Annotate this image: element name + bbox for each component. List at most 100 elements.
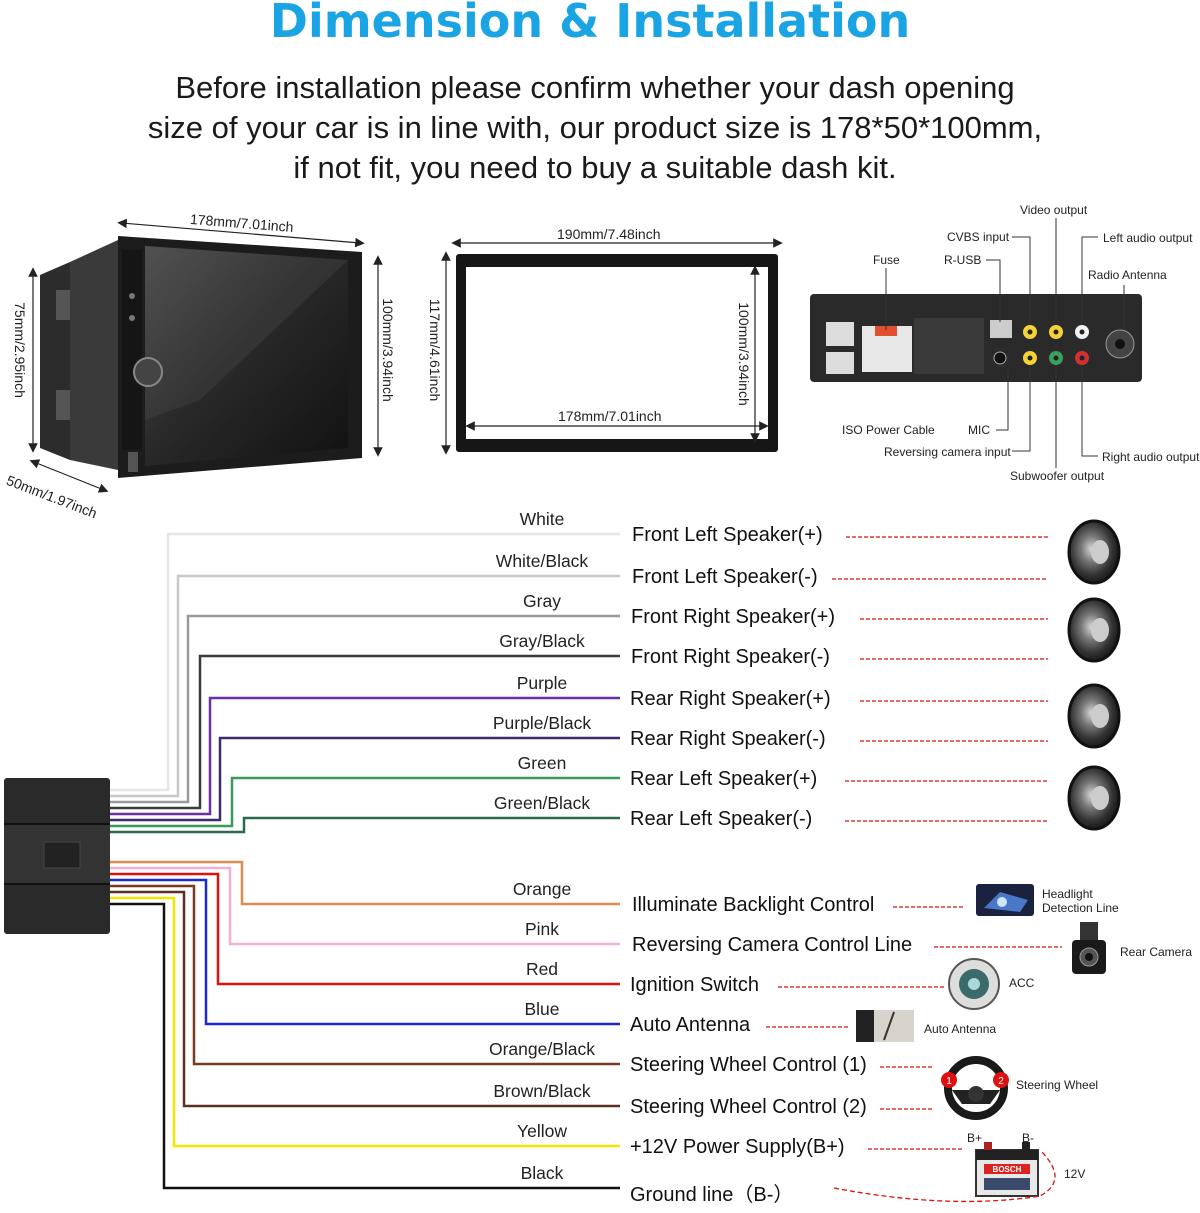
- wire-1: [110, 574, 620, 798]
- wire-function-label: Rear Right Speaker(+): [630, 688, 831, 710]
- fuse-label: Fuse: [873, 253, 900, 267]
- wire-7: [110, 816, 620, 834]
- subtitle-line-3: if not fit, you need to buy a suitable d…: [293, 150, 897, 185]
- wire-color-label: Green: [517, 753, 567, 773]
- wire-color-label: White: [519, 509, 565, 529]
- r-usb-label: R-USB: [944, 253, 982, 267]
- wire-14: [110, 896, 620, 1148]
- rear-panel: [810, 294, 1142, 382]
- frame-outer-width-label: 190mm/7.48inch: [557, 226, 661, 242]
- wire-function-label: Steering Wheel Control (2): [630, 1096, 867, 1118]
- wire-5: [110, 736, 620, 822]
- wire-2: [110, 614, 620, 804]
- auto-antenna-label: Auto Antenna: [924, 1022, 997, 1036]
- wire-color-label: Black: [520, 1163, 564, 1183]
- battery-minus-label: B-: [1022, 1131, 1034, 1145]
- wire-color-label: Pink: [524, 919, 560, 939]
- wire-12: [110, 884, 620, 1066]
- dash-lines: [766, 536, 1062, 1150]
- cvbs-input-label: CVBS input: [947, 230, 1010, 244]
- subtitle-line-1: Before installation please confirm wheth…: [175, 70, 1015, 105]
- wire-function-label: Rear Right Speaker(-): [630, 728, 826, 750]
- rear-camera-icon: [1072, 922, 1106, 974]
- wire-function-label: Front Left Speaker(+): [632, 524, 823, 546]
- wire-8: [110, 860, 620, 906]
- headlight-label-line-1: Headlight: [1042, 887, 1093, 901]
- rear-camera-label: Rear Camera: [1120, 945, 1193, 959]
- wire-color-label: Purple: [516, 673, 568, 693]
- wire-function-label: Ignition Switch: [630, 974, 759, 996]
- speaker-icon-front-right: [1067, 597, 1121, 663]
- wire-function-label: Front Left Speaker(-): [632, 566, 818, 588]
- wire-function-label: Front Right Speaker(-): [631, 646, 830, 668]
- frame-inner-width-label: 178mm/7.01inch: [558, 408, 662, 424]
- wire-function-label: Steering Wheel Control (1): [630, 1054, 867, 1076]
- acc-icon: [948, 958, 1000, 1010]
- wire-15: [110, 902, 620, 1190]
- subtitle: Before installation please confirm wheth…: [90, 68, 1100, 188]
- dash-frame: [456, 254, 778, 452]
- left-audio-output-label: Left audio output: [1103, 231, 1193, 245]
- wire-color-label: Green/Black: [493, 793, 591, 813]
- headlight-label-line-2: Detection Line: [1042, 901, 1119, 915]
- wire-function-label: Rear Left Speaker(-): [630, 808, 813, 830]
- wire-color-label: Gray/Black: [499, 631, 585, 651]
- rear-panel-leaders: [885, 218, 1125, 468]
- wire-color-label: Red: [525, 959, 559, 979]
- speaker-icon-rear-right: [1067, 683, 1121, 749]
- speaker-icon-front-left: [1067, 519, 1121, 585]
- wire-function-label: Ground line（B-）: [630, 1184, 794, 1206]
- steering-wheel-label: Steering Wheel: [1016, 1078, 1099, 1092]
- wire-13: [110, 890, 620, 1108]
- speaker-icon-rear-left: [1067, 765, 1121, 831]
- subwoofer-output-label: Subwoofer output: [1010, 469, 1105, 483]
- wire-color-label: Orange/Black: [488, 1039, 596, 1059]
- radio-antenna-label: Radio Antenna: [1088, 268, 1167, 282]
- acc-label: ACC: [1009, 976, 1035, 990]
- wire-color-label: Brown/Black: [493, 1081, 591, 1101]
- wire-10: [110, 872, 620, 986]
- wire-group: [110, 532, 620, 1190]
- wire-4: [110, 696, 620, 816]
- wire-0: [110, 532, 620, 792]
- mic-label: MIC: [968, 423, 990, 437]
- wire-function-label: Auto Antenna: [630, 1014, 751, 1036]
- battery-icon: BOSCH: [975, 1142, 1039, 1197]
- steering-wheel-icon: 1 2: [941, 1056, 1009, 1120]
- reversing-camera-input-label: Reversing camera input: [884, 445, 1011, 459]
- wire-3: [110, 654, 620, 810]
- wire-9: [110, 866, 620, 946]
- wire-function-label: Front Right Speaker(+): [631, 606, 835, 628]
- subtitle-line-2: size of your car is in line with, our pr…: [147, 110, 1043, 145]
- battery-brand: BOSCH: [993, 1165, 1022, 1174]
- wire-color-label: White/Black: [495, 551, 589, 571]
- radio-unit: [40, 236, 362, 478]
- steering-btn-2: 2: [998, 1076, 1004, 1087]
- radio-width-arrow: [117, 218, 365, 248]
- wire-color-label: Gray: [523, 591, 561, 611]
- wire-11: [110, 878, 620, 1026]
- steering-btn-1: 1: [946, 1076, 952, 1087]
- wire-function-label: +12V Power Supply(B+): [630, 1136, 845, 1158]
- video-output-label: Video output: [1020, 203, 1088, 217]
- harness-connector: [4, 778, 110, 934]
- page-title: Dimension & Installation: [269, 0, 911, 48]
- headlight-icon: [976, 884, 1034, 916]
- auto-antenna-icon: [856, 1010, 914, 1042]
- radio-depth-arrow: [29, 459, 109, 493]
- wire-color-label: Blue: [524, 999, 560, 1019]
- battery-voltage-label: 12V: [1064, 1167, 1086, 1181]
- right-audio-output-label: Right audio output: [1102, 450, 1200, 464]
- wire-function-label: Rear Left Speaker(+): [630, 768, 818, 790]
- wire-6: [110, 776, 620, 828]
- wire-function-label: Illuminate Backlight Control: [632, 894, 875, 916]
- wire-function-label: Reversing Camera Control Line: [632, 934, 913, 956]
- headlight-label: Headlight Detection Line: [1042, 887, 1119, 915]
- wire-color-label: Orange: [512, 879, 572, 899]
- battery-plus-label: B+: [967, 1131, 983, 1145]
- iso-power-cable-label: ISO Power Cable: [842, 423, 935, 437]
- wire-color-label: Yellow: [517, 1121, 567, 1141]
- wire-color-label: Purple/Black: [492, 713, 592, 733]
